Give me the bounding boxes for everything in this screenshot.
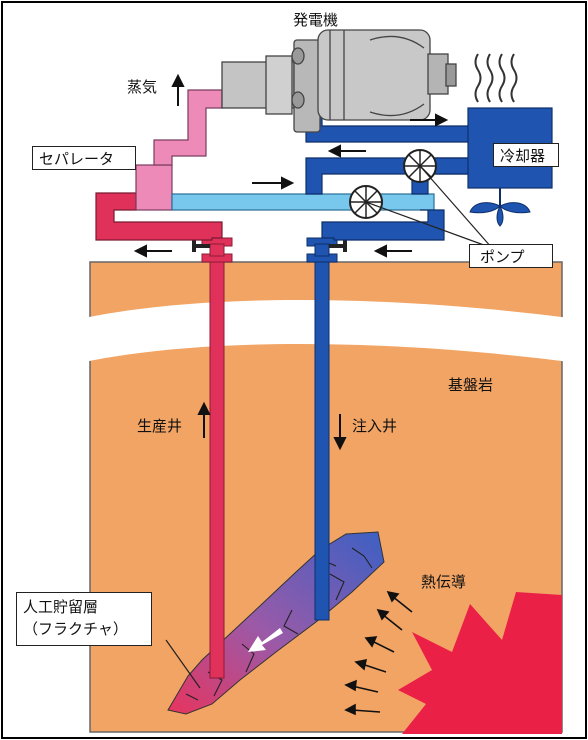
artificial-reservoir-label: 人工貯留層 （フラクチャ） xyxy=(16,592,152,646)
heat-conduction-label: 熱伝導 xyxy=(421,573,467,591)
pump-leader-lines xyxy=(365,165,493,249)
generator-label: 発電機 xyxy=(293,11,339,29)
pump-label: ポンプ xyxy=(469,244,553,268)
cooler-label: 冷却器 xyxy=(493,143,559,167)
reservoir-leader-line xyxy=(165,639,201,689)
production-well-pipe xyxy=(209,257,225,679)
flow-arrows xyxy=(133,73,449,451)
generator xyxy=(221,29,457,133)
bedrock-label: 基盤岩 xyxy=(448,376,494,394)
steam-label: 蒸気 xyxy=(127,78,158,96)
separator-label: セパレータ xyxy=(32,146,136,170)
feed-pipe xyxy=(171,193,435,211)
fan-icon xyxy=(469,188,531,227)
production-wellhead xyxy=(192,237,233,263)
heat-source xyxy=(398,592,562,734)
injection-well-label: 注入井 xyxy=(352,417,398,435)
reservoir-label-line2: （フラクチャ） xyxy=(23,619,128,638)
heat-waves-icon xyxy=(474,53,518,103)
reservoir-flow-arrow xyxy=(248,628,283,652)
heat-arrows xyxy=(344,590,413,716)
reservoir-label-line1: 人工貯留層 xyxy=(23,598,99,616)
injection-well-pipe xyxy=(314,257,330,621)
injection-wellhead xyxy=(306,237,347,263)
separator xyxy=(135,164,173,211)
production-well-label: 生産井 xyxy=(137,417,183,435)
